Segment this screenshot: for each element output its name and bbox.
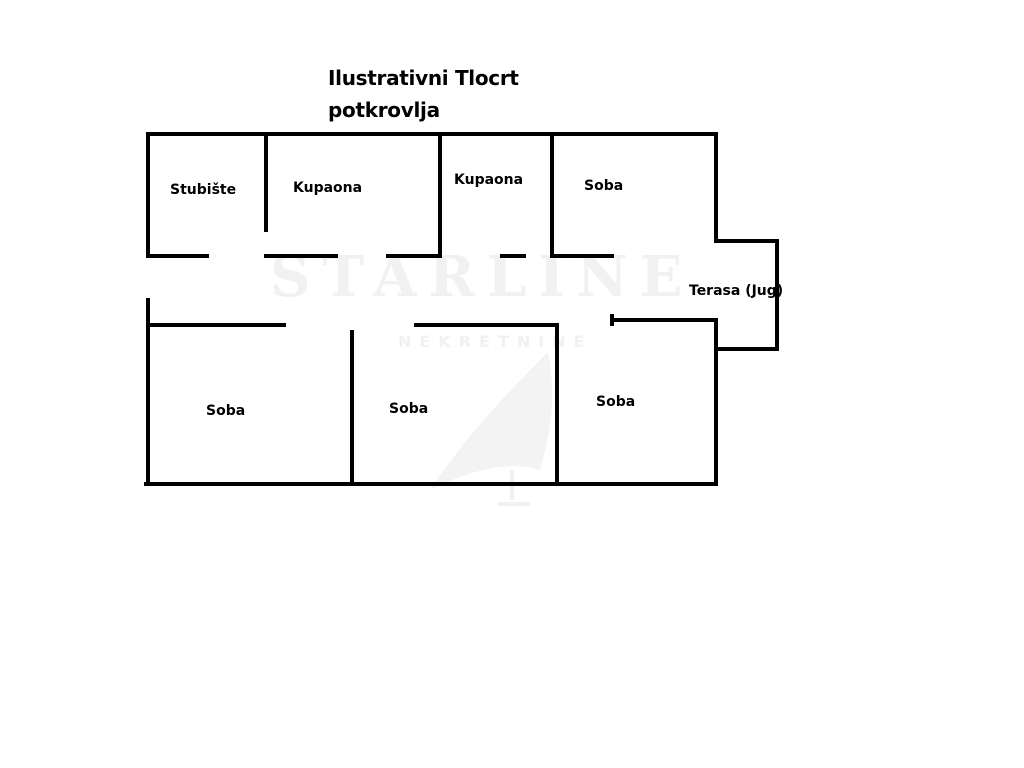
- room-label-bathroom-2: Kupaona: [454, 172, 524, 188]
- page-title: Ilustrativni Tlocrt potkrovlja: [328, 62, 588, 126]
- title-line-1: Ilustrativni Tlocrt: [328, 66, 519, 90]
- room-label-bathroom-1: Kupaona: [293, 180, 363, 196]
- title-line-2: potkrovlja: [328, 98, 440, 122]
- room-label-room-top-right: Soba: [584, 178, 624, 194]
- room-label-terrace: Terasa (Jug): [689, 283, 784, 299]
- room-label-room-bottom-middle: Soba: [389, 401, 429, 417]
- room-label-room-bottom-left: Soba: [206, 403, 246, 419]
- room-label-room-bottom-right: Soba: [596, 394, 636, 410]
- room-label-stairs: Stubište: [170, 182, 237, 198]
